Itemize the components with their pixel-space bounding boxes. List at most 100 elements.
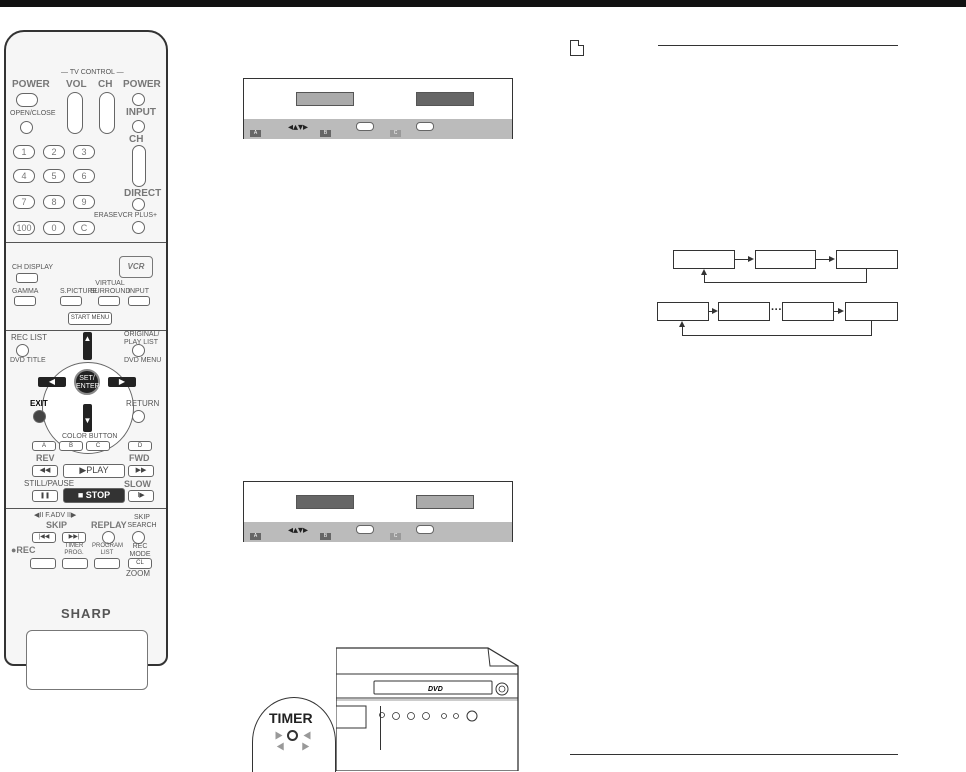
erase-c-button[interactable]: C [73, 221, 95, 235]
flow-arrow [735, 259, 749, 260]
pause-button[interactable]: ❚❚ [32, 490, 58, 502]
vcr-plus-button[interactable] [132, 221, 145, 234]
sharp-logo: SHARP [61, 606, 112, 621]
timer-prog-button[interactable] [62, 558, 88, 569]
remote-divider [6, 330, 166, 331]
power-label: POWER [12, 79, 50, 90]
exit-button[interactable] [33, 410, 46, 423]
light-ray-icon [275, 731, 283, 740]
input-button[interactable] [132, 120, 145, 133]
slow-button[interactable]: I▶ [128, 490, 154, 502]
direct-button[interactable] [132, 198, 145, 211]
ch-display-label: CH DISPLAY [12, 264, 54, 271]
color-b-button[interactable]: B [59, 441, 83, 451]
up-arrow-button[interactable]: ▲ [83, 332, 92, 360]
light-ray-icon [298, 742, 310, 753]
digit-4-button[interactable]: 4 [13, 169, 35, 183]
rec-mode-button[interactable]: CL [128, 558, 152, 569]
rec-button[interactable] [30, 558, 56, 569]
return-button[interactable] [132, 410, 145, 423]
flow-arrow [709, 311, 713, 312]
replay-button[interactable] [102, 531, 115, 544]
set-enter-button[interactable]: SET/ ENTER [74, 369, 100, 395]
digit-7-button[interactable]: 7 [13, 195, 35, 209]
color-a-button[interactable]: A [32, 441, 56, 451]
open-close-button[interactable] [20, 121, 33, 134]
digit-0-button[interactable]: 0 [43, 221, 65, 235]
tv-control-label: — TV CONTROL — [61, 69, 124, 76]
note-rule [658, 45, 898, 46]
flow-box [657, 302, 709, 321]
dvd-menu-label: DVD MENU [124, 357, 162, 364]
digit-8-button[interactable]: 8 [43, 195, 65, 209]
loop-line [704, 274, 705, 283]
skip-search-label: SKIP SEARCH [127, 514, 157, 529]
original-playlist-button[interactable] [132, 344, 145, 357]
color-c-button[interactable]: C [86, 441, 110, 451]
vol-label: VOL [66, 79, 87, 90]
remote-divider [6, 242, 166, 243]
volume-rocker[interactable] [67, 92, 83, 134]
stop-button[interactable]: ■ STOP [63, 488, 125, 503]
digit-2-button[interactable]: 2 [43, 145, 65, 159]
skip-forward-button[interactable]: ▶▶| [62, 532, 86, 543]
digit-1-button[interactable]: 1 [13, 145, 35, 159]
skip-back-button[interactable]: |◀◀ [32, 532, 56, 543]
color-button-label: COLOR BUTTON [62, 433, 118, 440]
replay-label: REPLAY [91, 520, 127, 530]
virtual-surround-label: VIRTUAL SURROUND [90, 280, 131, 295]
arrow-right-icon [829, 256, 835, 262]
setting-field-left [296, 92, 354, 106]
cursor-icon: ◂▴▾▸ [288, 122, 309, 133]
start-menu-button[interactable]: START MENU [68, 312, 112, 325]
input-side-button[interactable] [128, 296, 150, 306]
dvd-title-label: DVD TITLE [10, 357, 46, 364]
setting-field-right [416, 92, 474, 106]
left-arrow-button[interactable]: ◀ [38, 377, 66, 387]
timer-led-icon [287, 730, 298, 741]
digit-6-button[interactable]: 6 [73, 169, 95, 183]
power-button[interactable] [16, 93, 38, 107]
note-icon [570, 40, 584, 56]
tv-power-label: POWER [123, 79, 161, 90]
channel-rocker[interactable] [99, 92, 115, 134]
skip-search-button[interactable] [132, 531, 145, 544]
program-list-button[interactable] [94, 558, 120, 569]
digit-5-button[interactable]: 5 [43, 169, 65, 183]
ch-label: CH [98, 79, 113, 90]
virtual-surround-button[interactable] [98, 296, 120, 306]
right-arrow-button[interactable]: ▶ [108, 377, 136, 387]
rev-button[interactable]: ◀◀ [32, 465, 58, 477]
return-key-icon [416, 122, 434, 131]
color-d-button[interactable]: D [128, 441, 152, 451]
ch-side-label: CH [129, 134, 144, 145]
vcr-plus-label: VCR PLUS+ [118, 212, 158, 219]
flow-box [782, 302, 834, 321]
down-arrow-button[interactable]: ▼ [83, 404, 92, 432]
fwd-button[interactable]: ▶▶ [128, 465, 154, 477]
dvd-recorder-front-panel: DVD [336, 647, 519, 771]
loop-line [704, 282, 867, 283]
digit-3-button[interactable]: 3 [73, 145, 95, 159]
return-key-icon [416, 525, 434, 534]
s-picture-button[interactable] [60, 296, 82, 306]
onscreen-display-2: ◂▴▾▸ A B C [243, 481, 513, 542]
setting-field-right [416, 495, 474, 509]
ch-display-button[interactable] [16, 273, 38, 283]
key-c-icon: C [390, 533, 401, 540]
digit-9-button[interactable]: 9 [73, 195, 95, 209]
ch-side-rocker[interactable] [132, 145, 146, 187]
loop-line [682, 335, 872, 336]
key-a-icon: A [250, 130, 261, 137]
flow-arrow [816, 259, 830, 260]
play-button[interactable]: ▶PLAY [63, 464, 125, 478]
rec-list-button[interactable] [16, 344, 29, 357]
arrow-right-icon [712, 308, 718, 314]
flow-arrow [834, 311, 839, 312]
flow-box [836, 250, 898, 269]
gamma-button[interactable] [14, 296, 36, 306]
guide-bar: ◂▴▾▸ A B C [244, 119, 512, 139]
tv-power-button[interactable] [132, 93, 145, 106]
skip-label: SKIP [46, 520, 68, 530]
digit-100-button[interactable]: 100 [13, 221, 35, 235]
